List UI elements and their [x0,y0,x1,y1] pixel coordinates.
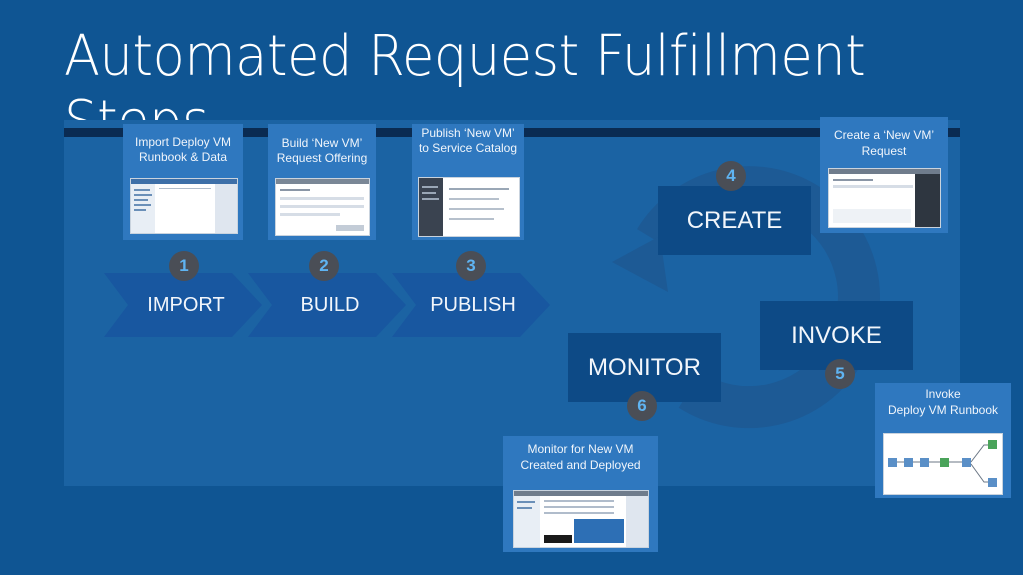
step-badge-2: 2 [309,251,339,281]
step-badge-6: 6 [627,391,657,421]
runbook-workflow-icon [888,440,997,487]
stage-create: CREATE [658,186,811,255]
card-publish-line1: Publish ‘New VM’ [421,126,515,140]
card-monitor-screenshot [513,490,649,548]
card-import-screenshot [130,178,238,234]
card-build-line2: Request Offering [276,151,368,165]
card-publish-screenshot [418,177,520,237]
chevron-build [248,273,406,337]
console-screenshot-icon [131,179,237,233]
card-invoke-screenshot [883,433,1003,495]
step-badge-5: 5 [825,359,855,389]
card-build-screenshot [275,178,370,236]
card-monitor-line1: Monitor for New VM [527,442,634,456]
card-import-line2: Runbook & Data [138,150,228,164]
card-build-line1: Build ‘New VM’ [281,136,363,150]
card-create-line2: Request [861,144,907,158]
step-badge-1: 1 [169,251,199,281]
card-create: Create a ‘New VM’ Request [820,117,948,233]
monitor-screenshot-icon [514,491,648,547]
step-label-publish: PUBLISH [430,294,516,316]
chevron-import [104,273,262,337]
form-screenshot-icon [276,179,369,231]
step-label-import: IMPORT [147,294,225,316]
stage-invoke: INVOKE [760,301,913,370]
card-invoke-line1: Invoke [925,387,961,401]
card-monitor-line2: Created and Deployed [520,458,641,472]
step-label-build: BUILD [300,294,360,316]
card-monitor: Monitor for New VM Created and Deployed [503,436,658,552]
card-invoke: Invoke Deploy VM Runbook [875,383,1011,498]
card-publish: Publish ‘New VM’ to Service Catalog [412,124,524,240]
request-form-screenshot-icon [829,169,940,227]
card-import: Import Deploy VM Runbook & Data [123,124,243,240]
chevron-publish [392,273,550,337]
card-invoke-line2: Deploy VM Runbook [887,403,999,417]
card-create-line1: Create a ‘New VM’ [833,128,935,142]
card-publish-line2: to Service Catalog [418,141,518,155]
stage-monitor: MONITOR [568,333,721,402]
card-import-line1: Import Deploy VM [134,135,232,149]
card-create-screenshot [828,168,941,228]
step-badge-4: 4 [716,161,746,191]
card-build: Build ‘New VM’ Request Offering [268,124,376,240]
step-badge-3: 3 [456,251,486,281]
catalog-screenshot-icon [419,178,509,236]
